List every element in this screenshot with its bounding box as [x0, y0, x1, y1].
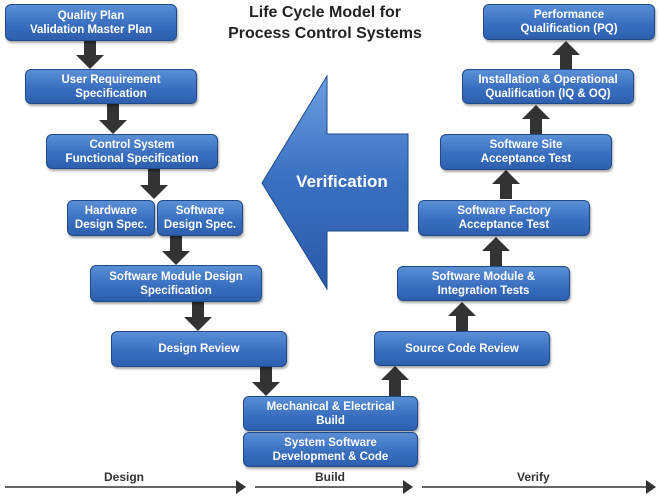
phase-design-label: Design: [104, 470, 145, 484]
title-line-1: Life Cycle Model for: [248, 4, 402, 21]
smit-line-2: Integration Tests: [437, 284, 530, 297]
design-phase-arrowhead: [236, 480, 246, 494]
arrow-smds-to-review: [184, 302, 212, 331]
arrow-fs-to-specs: [140, 169, 168, 199]
ssat-line-2: Acceptance Test: [480, 153, 572, 165]
design-review-box: Design Review: [111, 331, 287, 367]
sfat-line-1: Software Factory: [457, 205, 551, 217]
phase-timeline: [5, 480, 656, 494]
title-line-2: Process Control Systems: [228, 25, 422, 42]
diagram-title: Life Cycle Model for Process Control Sys…: [200, 2, 450, 44]
iqoq-line-1: Installation & Operational: [478, 73, 618, 86]
scr-label: Source Code Review: [405, 342, 519, 355]
arrow-scr-to-smit: [448, 302, 476, 331]
build-phase-arrowhead: [403, 480, 413, 494]
smds-line-1: Software Module Design: [109, 270, 243, 283]
phase-verify-label: Verify: [517, 470, 550, 484]
performance-qualification-box: Performance Qualification (PQ): [483, 4, 655, 40]
design-review-label: Design Review: [158, 343, 240, 355]
arrow-iqoq-to-pq: [552, 41, 580, 69]
sds-line-1: Software: [175, 205, 225, 217]
mech-line-1: Mechanical & Electrical: [266, 400, 395, 413]
software-module-design-spec-box: Software Module Design Specification: [90, 265, 262, 302]
urs-line-2: Specification: [75, 87, 147, 100]
hds-line-2: Design Spec.: [74, 219, 148, 231]
smit-line-1: Software Module &: [431, 270, 536, 283]
user-requirement-spec-box: User Requirement Specification: [25, 69, 197, 104]
source-code-review-box: Source Code Review: [374, 331, 550, 366]
arrow-ssat-to-iqoq: [522, 105, 550, 134]
verification-label: Verification: [296, 172, 388, 191]
sys-sw-line-2: Development & Code: [272, 450, 389, 463]
arrow-build-to-scr: [381, 366, 409, 396]
iqoq-line-2: Qualification (IQ & OQ): [485, 87, 611, 100]
arrow-urs-to-fs: [99, 104, 127, 134]
site-acceptance-test-box: Software Site Acceptance Test: [440, 134, 612, 170]
hds-line-1: Hardware: [84, 205, 138, 217]
functional-spec-box: Control System Functional Specification: [46, 134, 218, 169]
arrow-qp-to-urs: [76, 41, 104, 69]
verify-phase-arrowhead: [646, 480, 656, 494]
module-integration-tests-box: Software Module & Integration Tests: [397, 266, 570, 301]
quality-plan-line-1: Quality Plan: [57, 9, 125, 22]
mech-line-2: Build: [316, 414, 345, 427]
factory-acceptance-test-box: Software Factory Acceptance Test: [418, 200, 590, 236]
mechanical-electrical-build-box: Mechanical & Electrical Build: [243, 396, 418, 431]
fs-line-2: Functional Specification: [65, 152, 199, 165]
sfat-line-2: Acceptance Test: [458, 219, 550, 231]
quality-plan-line-2: Validation Master Plan: [29, 23, 153, 36]
fs-line-1: Control System: [89, 138, 175, 151]
verification-arrow: [261, 74, 409, 291]
sys-sw-line-1: System Software: [284, 436, 377, 449]
quality-plan-box: Quality Plan Validation Master Plan: [5, 4, 177, 41]
sds-line-2: Design Spec.: [163, 219, 237, 231]
arrow-review-to-build: [252, 367, 280, 396]
iq-oq-box: Installation & Operational Qualification…: [462, 69, 634, 104]
arrow-specs-to-smds: [162, 236, 190, 265]
up-arrows: [381, 41, 580, 396]
system-software-dev-box: System Software Development & Code: [243, 432, 418, 467]
smds-line-2: Specification: [140, 284, 212, 297]
ssat-line-1: Software Site: [489, 139, 563, 151]
phase-build-label: Build: [315, 470, 345, 484]
hardware-design-spec-box: Hardware Design Spec.: [67, 200, 155, 236]
pq-line-1: Performance: [533, 9, 605, 21]
arrow-sfat-to-ssat: [492, 170, 520, 199]
urs-line-1: User Requirement: [61, 73, 161, 86]
arrow-smit-to-sfat: [482, 237, 510, 266]
software-design-spec-box: Software Design Spec.: [157, 200, 243, 236]
down-arrows: [76, 41, 280, 396]
pq-line-2: Qualification (PQ): [520, 23, 618, 35]
